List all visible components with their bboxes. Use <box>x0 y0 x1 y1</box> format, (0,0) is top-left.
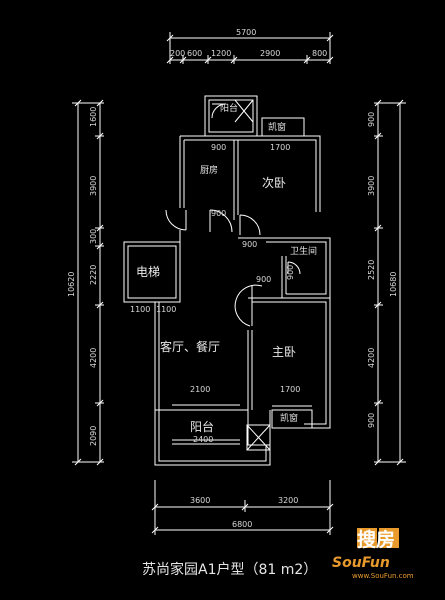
dim-left-c: 300 <box>89 229 98 244</box>
plan-title: 苏尚家园A1户型（81 m2） <box>142 561 317 578</box>
dim-right-d: 4200 <box>367 348 376 368</box>
dim-top-total: 5700 <box>236 28 256 37</box>
dim-top-c: 1200 <box>211 49 231 58</box>
room-label-living-dining: 客厅、餐厅 <box>160 339 220 354</box>
room-label-kitchen-window: 凯窗 <box>268 121 286 133</box>
room-label-bottom-window: 凯窗 <box>280 412 298 424</box>
dim-master-window: 1700 <box>280 385 300 394</box>
top-dimension-lines <box>166 32 334 64</box>
dim-right-a: 900 <box>367 112 376 127</box>
dim-small-2: 900 <box>242 240 257 249</box>
dim-bottom-a: 3600 <box>190 496 210 505</box>
dim-top-b: 600 <box>187 49 202 58</box>
room-label-kitchen: 厨房 <box>200 164 218 176</box>
dim-bath-side: 900 <box>286 265 295 280</box>
room-label-second-bedroom: 次卧 <box>262 176 286 190</box>
dim-kitchen-door: 900 <box>211 143 226 152</box>
dim-right-total: 10680 <box>389 272 398 297</box>
watermark-en: SouFun <box>332 555 390 571</box>
bottom-dimension-lines <box>151 480 334 535</box>
right-dimension-lines <box>374 99 406 466</box>
room-label-elevator: 电梯 <box>136 265 160 279</box>
dim-left-f: 2090 <box>89 426 98 446</box>
walls <box>123 95 331 466</box>
dim-left-d: 2220 <box>89 265 98 285</box>
dim-bottom-b: 3200 <box>278 496 298 505</box>
doors <box>165 103 301 327</box>
dim-living-window: 2100 <box>190 385 210 394</box>
dim-bottom-total: 6800 <box>232 520 252 529</box>
dim-left-total: 10620 <box>67 272 76 297</box>
dim-left-b: 3900 <box>89 176 98 196</box>
watermark-cn: 搜房 <box>357 528 395 551</box>
dim-left-a: 1600 <box>89 107 98 127</box>
dim-balcony-width: 2400 <box>193 435 213 444</box>
room-label-balcony-top: 阳台 <box>220 102 238 114</box>
left-dimension-lines <box>72 99 104 466</box>
dim-elev-b: 1100 <box>156 305 176 314</box>
dim-top-e: 800 <box>312 49 327 58</box>
watermark-url: www.SouFun.com <box>352 572 414 580</box>
room-label-master-bedroom: 主卧 <box>272 345 296 359</box>
room-label-balcony-bottom: 阳台 <box>190 419 214 434</box>
dim-right-c: 2520 <box>367 260 376 280</box>
room-label-bathroom: 卫生间 <box>290 245 317 257</box>
dim-top-a: 200 <box>170 49 185 58</box>
dim-elev-a: 1100 <box>130 305 150 314</box>
dim-right-e: 900 <box>367 413 376 428</box>
dim-top-d: 2900 <box>260 49 280 58</box>
dim-left-e: 4200 <box>89 348 98 368</box>
dim-bath-door: 900 <box>256 275 271 284</box>
dim-right-b: 3900 <box>367 176 376 196</box>
dim-bedroom-window: 1700 <box>270 143 290 152</box>
dim-small-1: 900 <box>211 209 226 218</box>
soufun-watermark-logo: 搜房 SouFun www.SouFun.com <box>332 528 414 580</box>
